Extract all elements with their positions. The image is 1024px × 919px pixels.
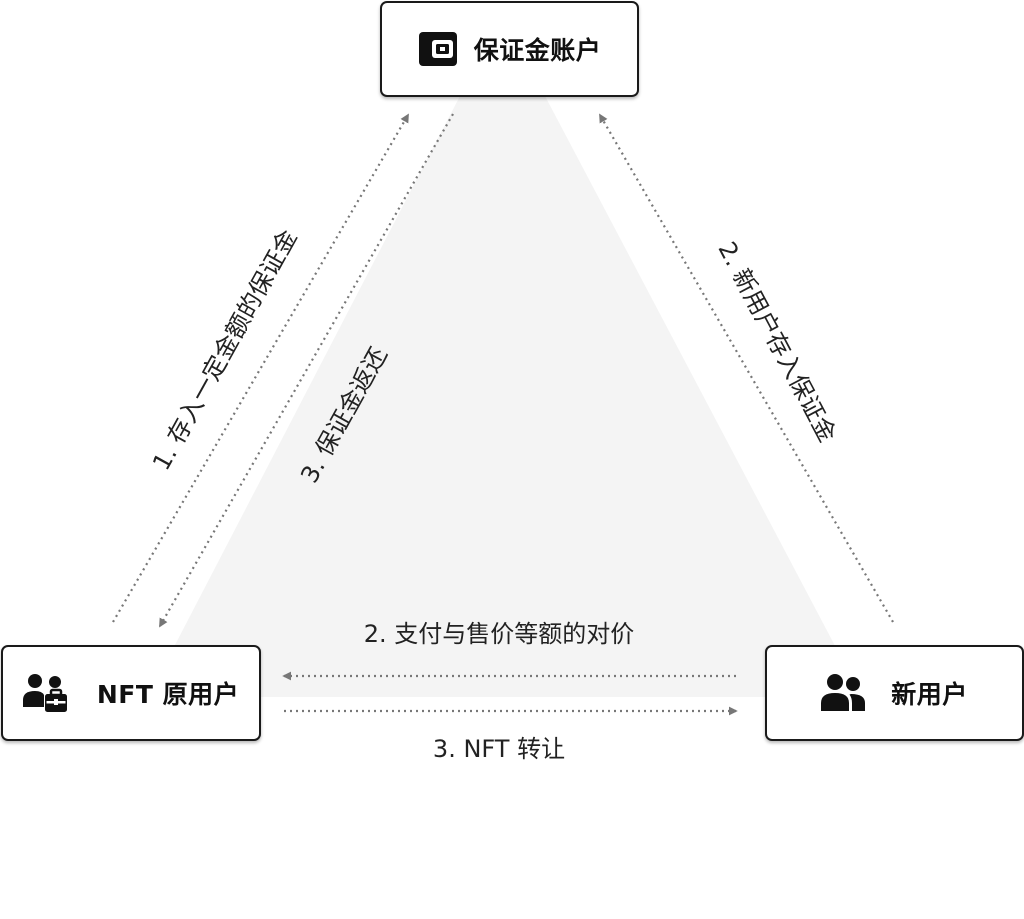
deposit-account-label: 保证金账户 bbox=[473, 36, 602, 65]
users-icon bbox=[821, 673, 866, 713]
wallet-icon bbox=[418, 31, 458, 67]
new-user-label: 新用户 bbox=[891, 680, 968, 709]
arrow-deposit-return bbox=[159, 113, 454, 628]
arrow-deposit-initial bbox=[112, 113, 409, 623]
original-user-node: NFT 原用户 bbox=[1, 645, 261, 741]
original-user-label: NFT 原用户 bbox=[96, 680, 240, 709]
label-pay-equivalent: 2. 支付与售价等额的对价 bbox=[363, 620, 635, 648]
user-briefcase-icon bbox=[22, 672, 67, 714]
new-user-node: 新用户 bbox=[765, 645, 1024, 741]
arrow-new-user-deposit bbox=[599, 113, 894, 623]
deposit-account-node: 保证金账户 bbox=[380, 1, 639, 97]
background-triangle bbox=[148, 96, 862, 697]
label-nft-transfer: 3. NFT 转让 bbox=[432, 735, 566, 763]
